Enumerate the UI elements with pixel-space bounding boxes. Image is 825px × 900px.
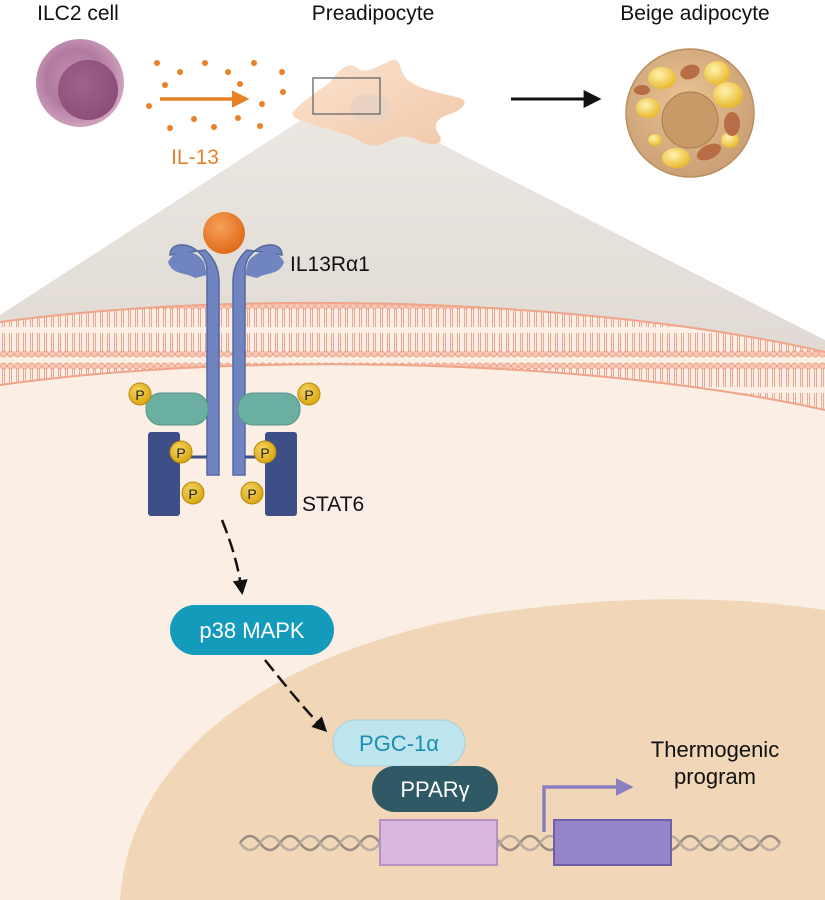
svg-text:P: P: [247, 486, 256, 502]
svg-text:P: P: [304, 387, 313, 403]
svg-text:P: P: [188, 486, 197, 502]
phospho-groups: P P P P P P: [128, 382, 321, 505]
ilc2-cell-label: ILC2 cell: [37, 2, 119, 25]
il13-ligand: [203, 212, 245, 254]
il13-cytokine-dots: [146, 60, 286, 131]
svg-text:P: P: [135, 387, 144, 403]
preadipocyte-label: Preadipocyte: [312, 2, 435, 25]
ilc2-cell-icon: [36, 39, 124, 127]
ppar-gamma-label: PPARγ: [400, 777, 469, 802]
kinase-right: [237, 392, 301, 426]
beige-adipocyte-label: Beige adipocyte: [620, 2, 769, 25]
signal-arrow-mapk-to-pgc1a: [264, 659, 328, 733]
zoom-region-box: [312, 77, 381, 115]
receptor-label: IL13Rα1: [290, 253, 370, 276]
phospho-1: P: [128, 382, 152, 406]
il13-receptor: [168, 212, 284, 476]
phospho-6: P: [240, 481, 264, 505]
thermogenic-gene-box: [553, 819, 672, 866]
phospho-5: P: [181, 481, 205, 505]
p38-mapk-node: [170, 605, 334, 655]
phospho-3: P: [169, 440, 193, 464]
signal-arrow-stat6-to-mapk: [220, 519, 248, 595]
beige-adipocyte-icon: [625, 48, 755, 178]
il13-label: IL-13: [171, 146, 219, 169]
ppar-gamma-node: [372, 766, 498, 812]
p38-mapk-label: p38 MAPK: [199, 618, 304, 643]
dna-icon: [238, 834, 782, 852]
phospho-4: P: [253, 440, 277, 464]
transcription-start-arrow-icon: [542, 778, 634, 832]
thermogenic-program-label-line1: Thermogenic: [651, 737, 779, 762]
thermogenic-program-label-line2: program: [674, 764, 756, 789]
stat6-label: STAT6: [302, 493, 364, 516]
phospho-2: P: [297, 382, 321, 406]
kinase-left: [145, 392, 209, 426]
pgc1a-label: PGC-1α: [359, 731, 439, 756]
svg-text:P: P: [176, 445, 185, 461]
svg-text:P: P: [260, 445, 269, 461]
promoter-element-box: [379, 819, 498, 866]
